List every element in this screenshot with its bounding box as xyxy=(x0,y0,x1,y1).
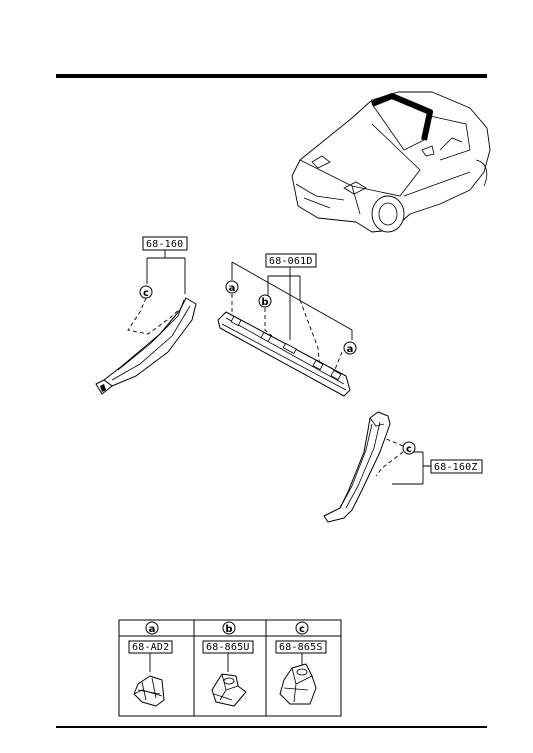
callout-a-left: a xyxy=(229,283,236,294)
fastener-table: a b c 68-AD2 68-865U 68-865S xyxy=(118,619,342,717)
clip-b-icon xyxy=(211,673,247,707)
part-label-box-68-061D xyxy=(265,253,317,268)
part-label-68-160: 68-160 xyxy=(146,239,183,250)
car-overview-icon xyxy=(291,91,491,233)
part-label-68-061D: 68-061D xyxy=(269,256,313,267)
table-part-a: 68-AD2 xyxy=(132,642,169,653)
callout-c-right: c xyxy=(406,444,412,455)
clip-a-icon xyxy=(133,675,165,707)
table-key-a: a xyxy=(149,624,156,635)
part-label-box-68-160Z xyxy=(430,459,483,474)
table-part-c: 68-865S xyxy=(279,642,323,653)
clip-c-icon xyxy=(279,663,317,705)
header-trim-assembly: 68-061D a b a xyxy=(217,253,357,397)
callout-b: b xyxy=(261,297,268,308)
bottom-rule xyxy=(56,726,487,728)
part-label-68-160Z: 68-160Z xyxy=(434,462,478,473)
callout-c-left: c xyxy=(143,288,149,299)
table-part-b: 68-865U xyxy=(206,642,250,653)
pillar-left-assembly: 68-160 c xyxy=(95,236,197,395)
table-key-b: b xyxy=(225,624,232,635)
callout-a-right: a xyxy=(347,344,354,355)
table-key-c: c xyxy=(299,624,305,635)
top-rule xyxy=(56,74,487,78)
pillar-right-assembly: 68-160Z c xyxy=(323,411,483,523)
